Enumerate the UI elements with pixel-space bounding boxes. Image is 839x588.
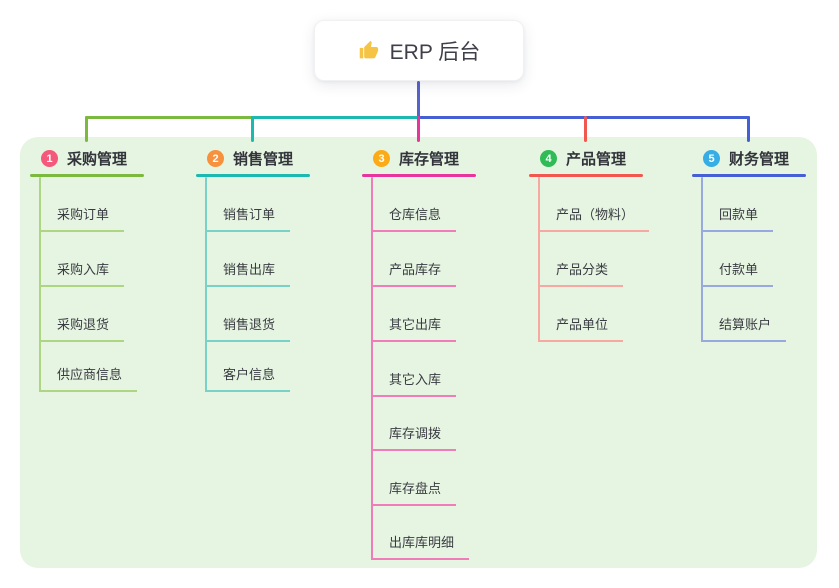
branch-header-finance[interactable]: 5 财务管理 [703, 148, 789, 169]
node-outbound-detail[interactable]: 出库库明细 [371, 535, 470, 560]
background-panel [20, 137, 817, 568]
node-supplier-info[interactable]: 供应商信息 [39, 367, 138, 392]
branch-badge-3: 3 [373, 150, 390, 167]
node-sales-order[interactable]: 销售订单 [205, 207, 291, 232]
node-payment-order[interactable]: 付款单 [701, 262, 774, 287]
node-sales-outbound[interactable]: 销售出库 [205, 262, 291, 287]
node-other-outbound[interactable]: 其它出库 [371, 317, 457, 342]
node-product-unit[interactable]: 产品单位 [538, 317, 624, 342]
branch-child-connector [538, 177, 540, 342]
connector-drop-product [584, 116, 587, 142]
node-purchase-inbound[interactable]: 采购入库 [39, 262, 125, 287]
branch-header-sales[interactable]: 2 销售管理 [207, 148, 293, 169]
node-customer-info[interactable]: 客户信息 [205, 367, 291, 392]
root-title: ERP 后台 [389, 40, 481, 64]
branch-underline [196, 174, 310, 177]
branch-title: 财务管理 [729, 151, 790, 168]
node-stock-count[interactable]: 库存盘点 [371, 481, 457, 506]
node-purchase-return[interactable]: 采购退货 [39, 317, 125, 342]
node-warehouse-info[interactable]: 仓库信息 [371, 207, 457, 232]
branch-badge-2: 2 [207, 150, 224, 167]
node-product-material[interactable]: 产品（物料） [538, 207, 650, 232]
node-sales-return[interactable]: 销售退货 [205, 317, 291, 342]
branch-child-connector [371, 177, 373, 560]
root-node-erp-backend[interactable]: ERP 后台 [314, 20, 524, 81]
branch-child-connector [39, 177, 41, 392]
branch-badge-5: 5 [703, 150, 720, 167]
node-other-inbound[interactable]: 其它入库 [371, 372, 457, 397]
branch-underline [529, 174, 643, 177]
branch-header-purchase[interactable]: 1 采购管理 [41, 148, 127, 169]
branch-underline [362, 174, 476, 177]
node-purchase-order[interactable]: 采购订单 [39, 207, 125, 232]
branch-underline [692, 174, 806, 177]
node-stock-transfer[interactable]: 库存调拨 [371, 426, 457, 451]
node-settlement-account[interactable]: 结算账户 [701, 317, 787, 342]
branch-badge-4: 4 [540, 150, 557, 167]
branch-title: 采购管理 [67, 151, 128, 168]
connector-drop-finance [747, 116, 750, 142]
branch-child-connector [701, 177, 703, 342]
connector-drop-purchase [85, 116, 88, 142]
connector-horizontal-sales [251, 116, 419, 119]
node-receipt-order[interactable]: 回款单 [701, 207, 774, 232]
branch-title: 销售管理 [233, 151, 294, 168]
branch-title: 产品管理 [566, 151, 627, 168]
branch-header-inventory[interactable]: 3 库存管理 [373, 148, 459, 169]
connector-horizontal-purchase [85, 116, 253, 119]
node-product-category[interactable]: 产品分类 [538, 262, 624, 287]
connector-root-stem [417, 81, 420, 118]
branch-child-connector [205, 177, 207, 392]
node-product-stock[interactable]: 产品库存 [371, 262, 457, 287]
branch-header-product[interactable]: 4 产品管理 [540, 148, 626, 169]
branch-badge-1: 1 [41, 150, 58, 167]
connector-drop-sales [251, 116, 254, 142]
thumbs-up-icon [359, 40, 378, 59]
branch-title: 库存管理 [399, 151, 460, 168]
branch-underline [30, 174, 144, 177]
connector-drop-inventory [417, 116, 420, 142]
